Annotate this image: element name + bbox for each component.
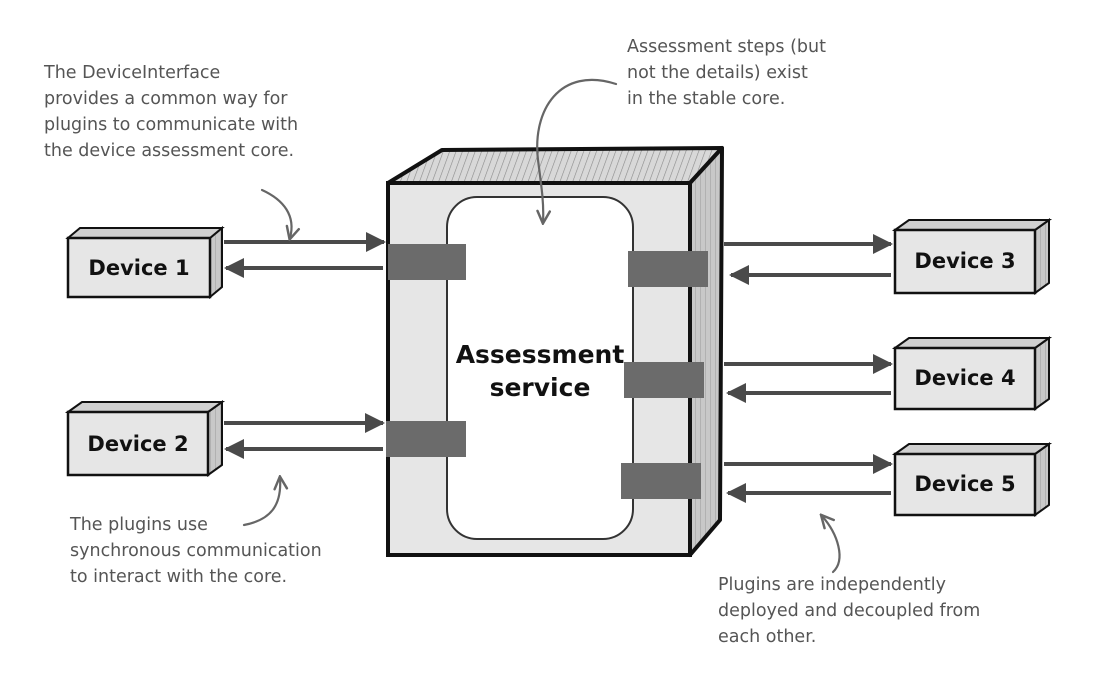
pointer-synchronous [242,478,280,527]
device-1-side [209,225,223,300]
note-assessment-steps-line1: Assessment steps (but [627,37,826,57]
annotation-pointers [242,78,841,574]
note-synchronous-line2: synchronous communication [70,541,322,561]
device-3-box: Device 3 [891,218,1053,295]
port-device-5 [621,463,701,499]
device-5-side [1034,442,1050,517]
device-2-label: Device 2 [87,432,188,456]
device-1-box: Device 1 [65,225,225,300]
note-synchronous-line3: to interact with the core. [70,567,287,587]
pointer-assessment-steps [536,78,618,222]
port-device-3 [628,251,708,287]
port-device-4 [624,362,704,398]
device-4-box: Device 4 [891,336,1053,411]
device-2-box: Device 2 [64,400,226,477]
device-1-label: Device 1 [88,256,189,280]
device-2-front [66,410,210,477]
note-device-interface: The DeviceInterface provides a common wa… [43,63,298,161]
core-top-face [386,146,724,185]
device-5-box: Device 5 [891,442,1053,517]
device-3-top [891,219,1053,231]
pointer-decoupled [822,516,841,574]
device-4-label: Device 4 [914,366,1015,390]
device-5-front [893,452,1037,517]
note-synchronous: The plugins use synchronous communicatio… [69,515,322,587]
device-4-top [891,337,1053,349]
device-1-front [66,236,212,299]
note-assessment-steps-line3: in the stable core. [627,89,785,109]
note-device-interface-line2: provides a common way for [44,89,288,109]
note-device-interface-line1: The DeviceInterface [43,63,220,83]
device-5-top [891,443,1053,455]
note-device-interface-line3: plugins to communicate with [44,115,298,135]
device-3-label: Device 3 [914,249,1015,273]
port-device-2 [386,421,466,457]
note-decoupled-line1: Plugins are independently [718,575,946,595]
plugin-ports [386,244,708,499]
device-3-side [1034,218,1050,295]
note-decoupled-line2: deployed and decoupled from [718,601,980,621]
device-3-front [893,228,1037,295]
note-device-interface-line4: the device assessment core. [44,141,294,161]
device-2-side [207,400,223,477]
device-4-front [893,346,1037,411]
note-decoupled-line3: each other. [718,627,816,647]
note-synchronous-line1: The plugins use [69,515,208,535]
pointer-device-interface [260,188,292,238]
note-assessment-steps-line2: not the details) exist [627,63,808,83]
device-1-top [65,227,225,239]
note-assessment-steps: Assessment steps (but not the details) e… [627,37,826,109]
device-4-side [1034,336,1050,411]
device-5-label: Device 5 [914,472,1015,496]
core-label-line1: Assessment [456,340,625,369]
note-decoupled: Plugins are independently deployed and d… [718,575,980,647]
communication-arrows [224,232,893,503]
device-2-top [64,401,226,413]
core-label-line2: service [490,373,591,402]
port-device-1 [388,244,466,280]
